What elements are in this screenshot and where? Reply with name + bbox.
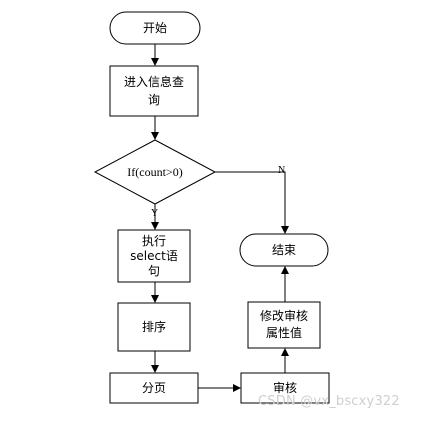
execute-select-label: 执行 select语 句: [130, 233, 178, 278]
modify-review-box: [247, 301, 321, 349]
paginate-box: [109, 372, 199, 404]
start-label: 开始: [142, 21, 167, 35]
review-box: [240, 372, 330, 404]
enter-query-box: [109, 65, 199, 117]
end-label: 结束: [271, 243, 296, 257]
execute-select-box: [117, 229, 191, 283]
sort-label: 排序: [141, 320, 166, 334]
decision-label: If(count>0): [127, 165, 183, 179]
sort-box: [117, 302, 191, 352]
arrow-decision-to-end: [215, 171, 289, 234]
edge-label-yes: Y: [151, 208, 159, 219]
modify-review-label: 修改审核 属性值: [259, 309, 308, 340]
watermark-text: CSDN @vx_bscxy322: [258, 394, 400, 409]
review-label: 审核: [272, 381, 297, 395]
paginate-label: 分页: [141, 381, 166, 395]
edge-label-no: N: [278, 165, 286, 176]
enter-query-label: 进入信息查 询: [123, 75, 184, 107]
